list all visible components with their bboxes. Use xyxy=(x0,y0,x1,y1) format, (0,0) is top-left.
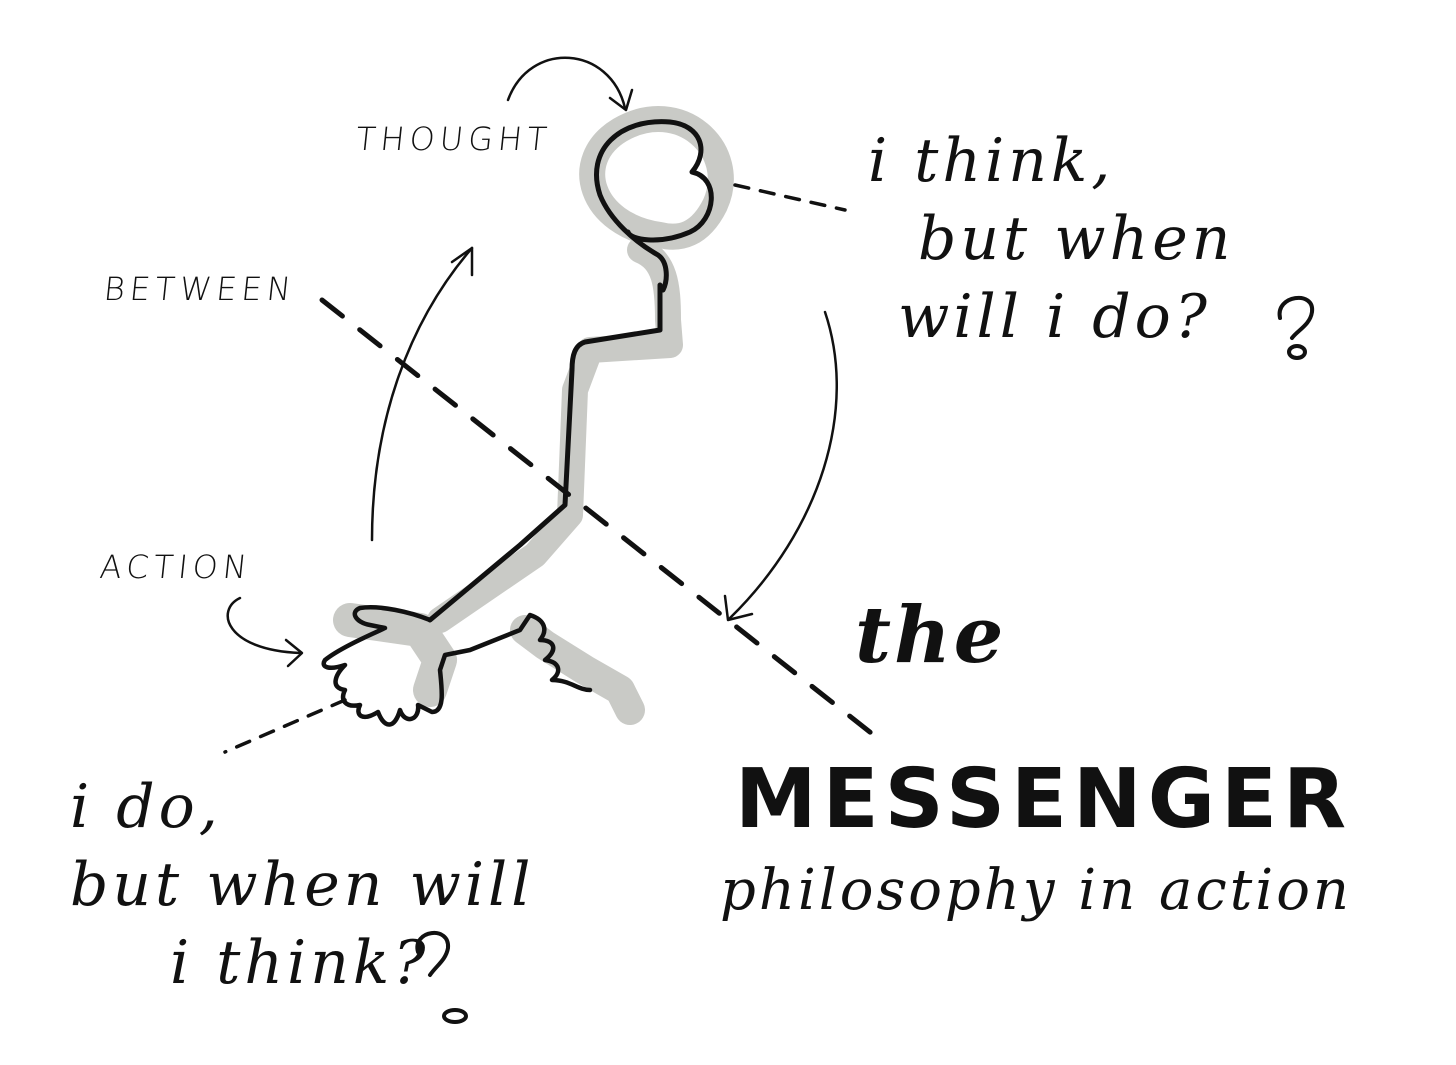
quote-think-line-3: will i do? xyxy=(898,282,1211,352)
quote-do-line-3: i think? xyxy=(170,928,430,998)
quote-think-line-1: i think, xyxy=(868,126,1115,196)
quote-i-think: i think, but when will i do? xyxy=(868,122,1234,356)
figure-shadow xyxy=(333,106,734,725)
diagonal-dashed-line xyxy=(319,297,883,743)
figure-hand xyxy=(321,605,593,727)
quote-do-line-2: but when will xyxy=(70,850,535,920)
quote-think-line-2: but when xyxy=(918,204,1235,274)
label-between: BETWEEN xyxy=(102,270,298,308)
arrows xyxy=(226,56,838,668)
hand-connector-dashed xyxy=(223,698,347,754)
quote-do-line-1: i do, xyxy=(70,772,222,842)
label-thought: THOUGHT xyxy=(354,120,554,158)
subtitle: philosophy in action xyxy=(720,858,1352,923)
title-article: the xyxy=(855,590,1007,681)
figure-body xyxy=(427,282,663,623)
quote-i-do: i do, but when will i think? xyxy=(70,768,534,1002)
title-messenger: MESSENGER xyxy=(735,752,1353,847)
figure-head xyxy=(594,119,714,293)
head-connector-dashed xyxy=(733,183,847,212)
label-action: ACTION xyxy=(98,548,254,586)
question-marks xyxy=(415,295,1315,1024)
